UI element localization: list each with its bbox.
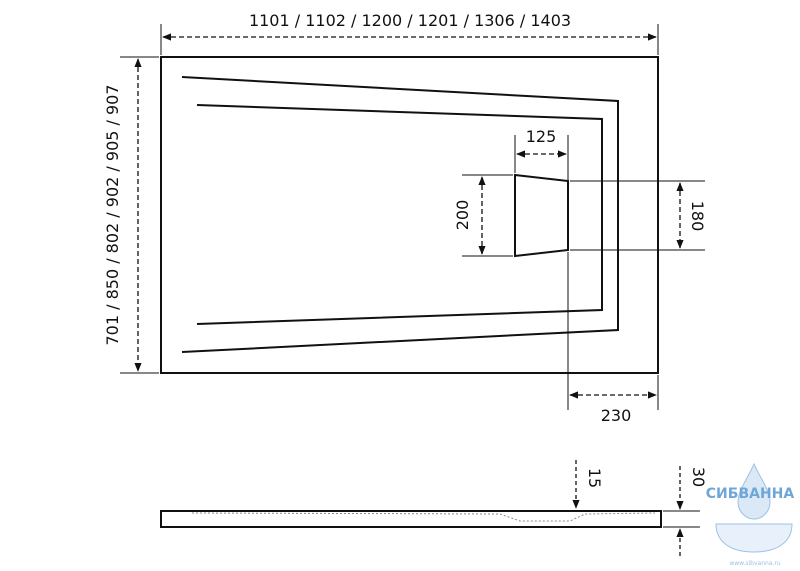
tray-profile — [160, 510, 662, 528]
inner-groove — [196, 104, 603, 325]
outer-groove — [181, 76, 619, 353]
bathtub-icon — [715, 523, 793, 553]
side-view: 15 30 — [160, 460, 708, 556]
dimension-lines — [134, 33, 684, 399]
tray-outline — [160, 56, 659, 374]
drain-end-offset-label: 230 — [601, 406, 632, 425]
brand-url: www.sibvanna.ru — [729, 560, 781, 567]
brand-logo: СИБВАННА www.sibvanna.ru — [706, 462, 795, 567]
drain-outline — [514, 173, 569, 258]
length-dimension-label: 1101 / 1102 / 1200 / 1201 / 1306 / 1403 — [249, 11, 571, 30]
slope-depth-label: 15 — [585, 468, 604, 488]
brand-name: СИБВАННА — [706, 486, 795, 502]
water-drop-icon — [737, 462, 771, 520]
drain-length-label: 200 — [453, 200, 472, 231]
side-dimension-lines — [572, 460, 684, 556]
drain-side-offset-label: 180 — [688, 201, 707, 232]
tray-thickness-label: 30 — [689, 467, 708, 487]
drain-width-label: 125 — [526, 127, 557, 146]
extension-lines — [120, 24, 705, 410]
width-dimension-label: 701 / 850 / 802 / 902 / 905 / 907 — [103, 84, 122, 345]
slope-profile — [191, 512, 656, 522]
top-view: 1101 / 1102 / 1200 / 1201 / 1306 / 1403 … — [103, 11, 707, 425]
